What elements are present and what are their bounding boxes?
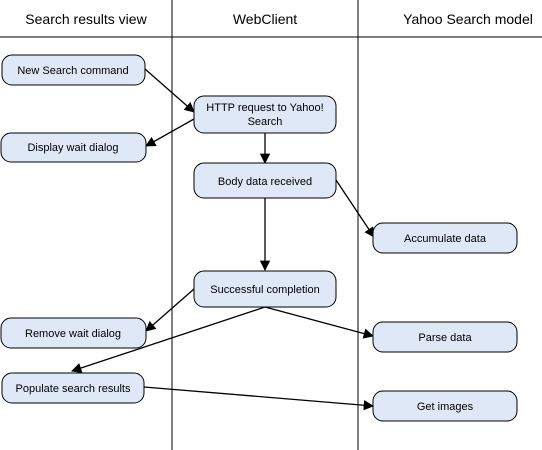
node-label-line-1: HTTP request to Yahoo!	[206, 102, 323, 114]
edge-http-to-display-wait	[145, 118, 195, 147]
node-label: New Search command	[17, 65, 128, 77]
edge-successful-to-parse	[264, 306, 375, 339]
node-label: Remove wait dialog	[25, 328, 121, 340]
lane-title-yahoo-search-model: Yahoo Search model	[403, 11, 533, 27]
node-body-data-received: Body data received	[193, 162, 337, 199]
edge-new-search-to-http	[144, 68, 195, 113]
node-label: Accumulate data	[404, 233, 487, 245]
node-label: Get images	[417, 401, 474, 413]
node-successful-completion: Successful completion	[193, 270, 337, 308]
node-http-request: HTTP request to Yahoo! Search	[193, 95, 337, 134]
node-new-search-command: New Search command	[1, 54, 146, 86]
node-populate-search-results: Populate search results	[1, 372, 145, 404]
lane-title-webclient: WebClient	[233, 11, 297, 27]
node-label: Body data received	[218, 176, 312, 188]
node-remove-wait-dialog: Remove wait dialog	[0, 317, 147, 349]
edge-populate-to-get-images	[143, 386, 375, 411]
node-label: Display wait dialog	[27, 142, 118, 154]
node-label: Parse data	[418, 332, 472, 344]
edge-body-data-to-accumulate	[335, 179, 375, 238]
edge-successful-to-remove-wait	[145, 288, 195, 332]
node-label: Populate search results	[16, 383, 131, 395]
node-get-images: Get images	[372, 390, 518, 422]
node-parse-data: Parse data	[372, 321, 518, 353]
edge-successful-to-populate	[71, 306, 266, 373]
node-accumulate-data: Accumulate data	[372, 222, 518, 254]
node-display-wait-dialog: Display wait dialog	[0, 132, 147, 163]
node-label-line-2: Search	[248, 116, 283, 128]
node-label: Successful completion	[210, 284, 319, 296]
lane-title-search-results-view: Search results view	[25, 11, 147, 27]
